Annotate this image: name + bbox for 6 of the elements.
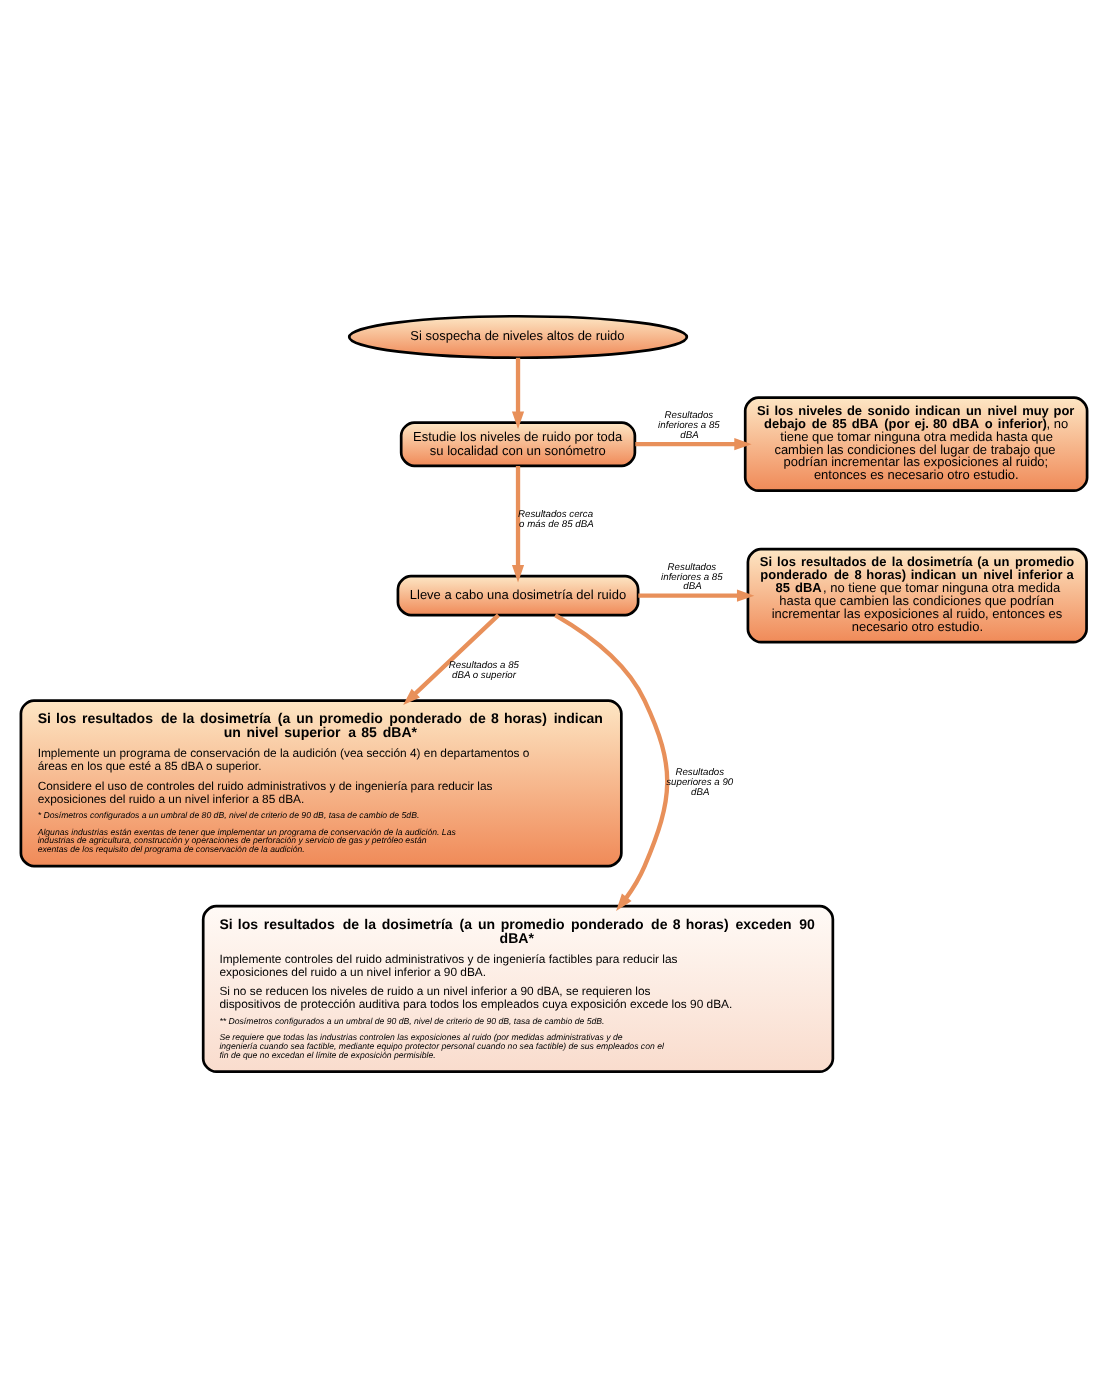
arrow (635, 437, 752, 450)
arrow (554, 612, 670, 911)
arrow (403, 612, 500, 704)
arrow (511, 356, 525, 428)
arrow (511, 465, 525, 582)
arrow (638, 588, 755, 601)
